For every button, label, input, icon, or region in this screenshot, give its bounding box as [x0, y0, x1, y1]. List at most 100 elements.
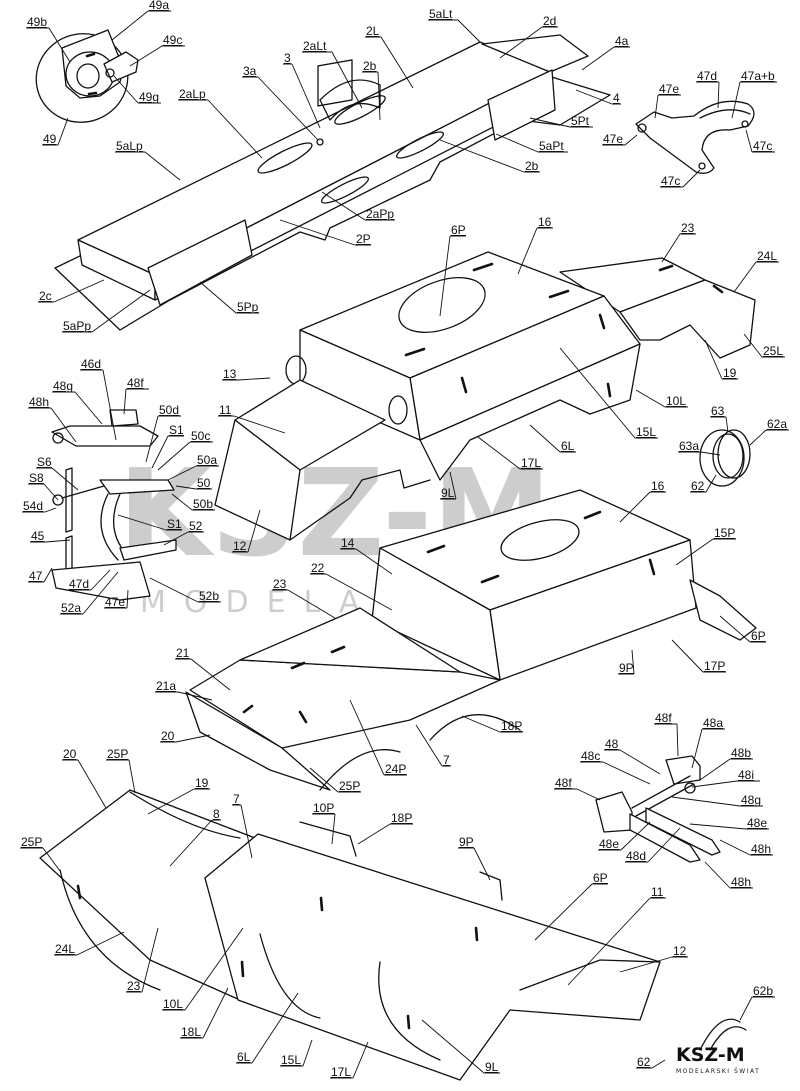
leader-line [745, 129, 775, 153]
part-label: 3 [284, 51, 291, 65]
leader-line [529, 117, 593, 128]
part-label: 22 [311, 561, 325, 575]
leader-line [175, 485, 212, 490]
leader-line [477, 436, 543, 470]
leader-line [654, 723, 679, 757]
leader-line [180, 987, 229, 1039]
part-label: 48b [731, 746, 751, 760]
part-label: 48 [605, 737, 619, 751]
leader-line [719, 615, 766, 643]
part-label: 62 [637, 1055, 651, 1069]
part-label: 24P [385, 762, 406, 776]
leader-line [439, 235, 466, 317]
part-label: 48e [599, 837, 619, 851]
leader-line [126, 927, 159, 993]
leader-line [232, 509, 261, 553]
part-label: 49g [139, 90, 159, 104]
part-label: 15P [714, 526, 735, 540]
part-label: 48f [127, 376, 144, 390]
part-label: 6L [561, 439, 575, 453]
part-label: 62a [767, 417, 787, 431]
part-label: 11 [219, 403, 232, 417]
part-label: 25L [763, 344, 783, 358]
part-label: 48c [581, 749, 600, 763]
part-label: 50c [191, 429, 210, 443]
leader-line [80, 369, 117, 441]
leader-line [62, 289, 151, 333]
part-label: 45 [31, 529, 45, 543]
leader-line [458, 847, 491, 881]
leader-line [160, 734, 211, 743]
part-label: 2d [543, 14, 556, 28]
leader-line [280, 1039, 313, 1067]
part-frame-2 [54, 34, 611, 331]
part-label: 47e [105, 595, 125, 609]
part-label: 21a [156, 679, 176, 693]
part-arm-47 [635, 100, 755, 174]
leader-line [743, 333, 785, 358]
leader-line [710, 416, 729, 433]
part-label: S6 [37, 455, 52, 469]
leader-line [602, 134, 638, 146]
part-hull-front [185, 489, 757, 791]
leader-line [236, 992, 299, 1064]
leader-line [169, 819, 221, 867]
leader-line [660, 169, 701, 188]
leader-line [218, 415, 286, 434]
leader-line [28, 567, 53, 583]
part-label: 4 [613, 91, 620, 105]
leader-line [310, 573, 393, 611]
leader-line [749, 429, 789, 446]
leader-line [635, 389, 688, 408]
part-label: 8 [213, 807, 220, 821]
part-label: 5aLt [429, 7, 453, 21]
leader-line [415, 724, 451, 767]
part-label: 48i [738, 768, 754, 782]
leader-line [30, 539, 71, 543]
leader-line [167, 465, 219, 481]
part-label: 2L [366, 24, 380, 38]
part-label: 4a [615, 34, 629, 48]
part-label: 2P [356, 232, 371, 246]
leader-line [68, 569, 111, 591]
leader-line [163, 531, 204, 546]
part-label: 48g [53, 379, 73, 393]
leader-line [461, 715, 523, 733]
part-label: 48f [555, 776, 572, 790]
leader-line [661, 233, 696, 263]
part-label: 16 [538, 215, 552, 229]
logo-main: KSZ-M [676, 1044, 745, 1066]
leader-line [691, 728, 725, 769]
part-label: 50a [197, 453, 217, 467]
leader-line [428, 19, 481, 43]
leader-line [625, 827, 681, 863]
leader-line [175, 658, 231, 691]
part-label: 12 [233, 539, 247, 553]
leader-line [52, 391, 103, 425]
part-label: 52b [199, 589, 219, 603]
part-label: 7 [233, 792, 240, 806]
part-wheel-62 [699, 429, 751, 487]
leader-line [111, 10, 171, 41]
part-label: 50b [193, 497, 213, 511]
leader-line [115, 151, 181, 181]
leader-line [598, 821, 651, 851]
leader-line [671, 639, 726, 673]
leader-line [567, 897, 666, 986]
leader-line [575, 89, 621, 105]
leader-line [151, 435, 184, 469]
part-label: 19 [723, 366, 737, 380]
part-label: 2aLp [179, 87, 206, 101]
leader-line [365, 36, 414, 89]
leader-line [357, 823, 413, 845]
leader-line [178, 99, 263, 159]
part-hull-rear [214, 251, 756, 541]
part-label: 48h [751, 842, 771, 856]
part-label: 6P [751, 629, 766, 643]
